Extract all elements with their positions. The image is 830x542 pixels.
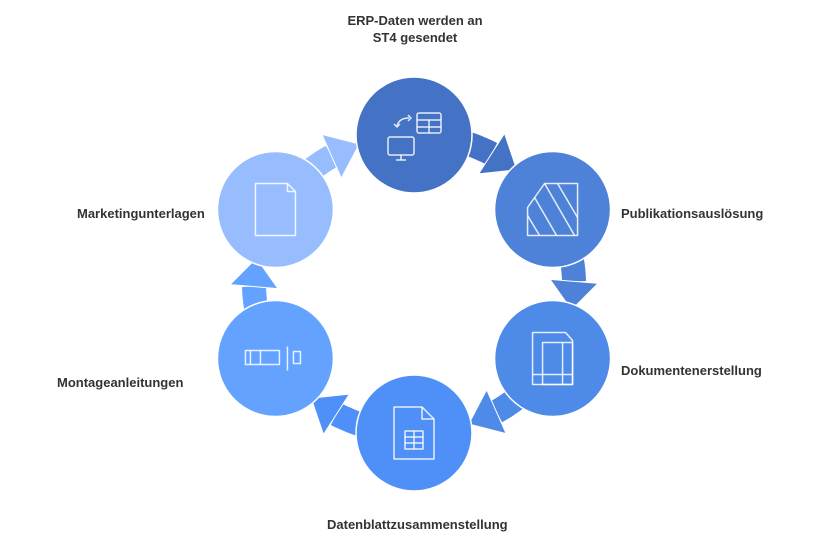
step-circle (216, 299, 335, 418)
label-dokumentenerstellung: Dokumentenerstellung (621, 363, 762, 378)
label-line: ERP-Daten werden an (347, 13, 483, 28)
step-circle (355, 76, 473, 194)
step-node (493, 299, 612, 418)
arrowhead (310, 393, 351, 436)
arrowhead (228, 257, 279, 290)
data-transfer-icon (387, 112, 442, 161)
label-montage: Montageanleitungen (57, 375, 184, 390)
publication-icon (526, 182, 579, 237)
step-circle (493, 299, 612, 418)
step-circle (216, 150, 335, 269)
step-node (355, 374, 473, 492)
spreadsheet-file-icon (393, 406, 435, 460)
step-node (493, 150, 612, 269)
label-line: ST4 gesendet (372, 30, 458, 45)
step-node (216, 299, 335, 418)
step-node (355, 76, 473, 194)
document-layout-icon (531, 331, 574, 386)
assembly-strip-icon (244, 346, 302, 371)
arrowhead (467, 388, 508, 435)
step-circle (493, 150, 612, 269)
label-publikation: Publikationsauslösung (621, 206, 764, 221)
blank-document-icon (254, 182, 297, 237)
arrowhead (477, 132, 518, 175)
label-marketing: Marketingunterlagen (77, 206, 205, 221)
step-node (216, 150, 335, 269)
arrowhead (549, 278, 600, 311)
label-erp-daten: ERP-Daten werden an ST4 gesendet (330, 12, 500, 46)
label-datenblatt: Datenblattzusammenstellung (327, 517, 508, 532)
arrowhead (320, 133, 361, 180)
